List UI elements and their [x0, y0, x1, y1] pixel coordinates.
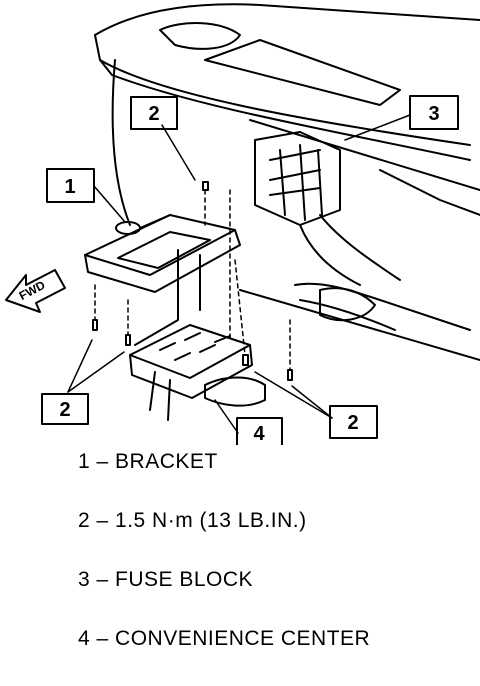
screw-guides	[94, 189, 291, 371]
legend-item-bracket: 1 – BRACKET	[78, 450, 478, 509]
leader-lines	[67, 114, 411, 434]
callout-label-2-top: 2	[148, 103, 159, 125]
exploded-view-diagram: 1 2 3 2 2 4 FWD	[5, 3, 480, 445]
instrument-panel-frame	[94, 3, 480, 226]
legend-item-fuse-block: 3 – FUSE BLOCK	[78, 568, 478, 627]
callout-box-1	[46, 168, 95, 203]
legend-item-convenience-center: 4 – CONVENIENCE CENTER	[78, 627, 478, 686]
fwd-arrow-icon	[5, 269, 66, 313]
wiring-harness	[239, 282, 480, 361]
legend-text-4: 4 – CONVENIENCE CENTER	[78, 627, 371, 650]
callout-label-4: 4	[253, 423, 265, 445]
callout-label-3: 3	[428, 103, 439, 125]
callout-box-2-top	[130, 96, 178, 130]
legend-item-screw: 2 – 1.5 N·m (13 LB.IN.)	[78, 509, 478, 568]
callout-box-2-left	[41, 393, 89, 425]
bracket	[84, 214, 241, 346]
legend-text-3: 3 – FUSE BLOCK	[78, 568, 254, 591]
callout-label-1: 1	[64, 176, 75, 198]
convenience-center	[129, 324, 266, 421]
legend-text-2: 2 – 1.5 N·m (13 LB.IN.)	[78, 509, 307, 532]
screws	[92, 181, 293, 381]
callout-label-2-right: 2	[347, 412, 358, 434]
callout-label-2-left: 2	[59, 399, 70, 421]
callout-box-3	[409, 95, 459, 130]
fuse-block	[254, 131, 401, 286]
legend-text-1: 1 – BRACKET	[78, 450, 218, 473]
parts-legend: 1 – BRACKET 2 – 1.5 N·m (13 LB.IN.) 3 – …	[78, 450, 478, 686]
callout-box-2-right	[329, 405, 378, 439]
callout-box-4	[236, 417, 283, 445]
